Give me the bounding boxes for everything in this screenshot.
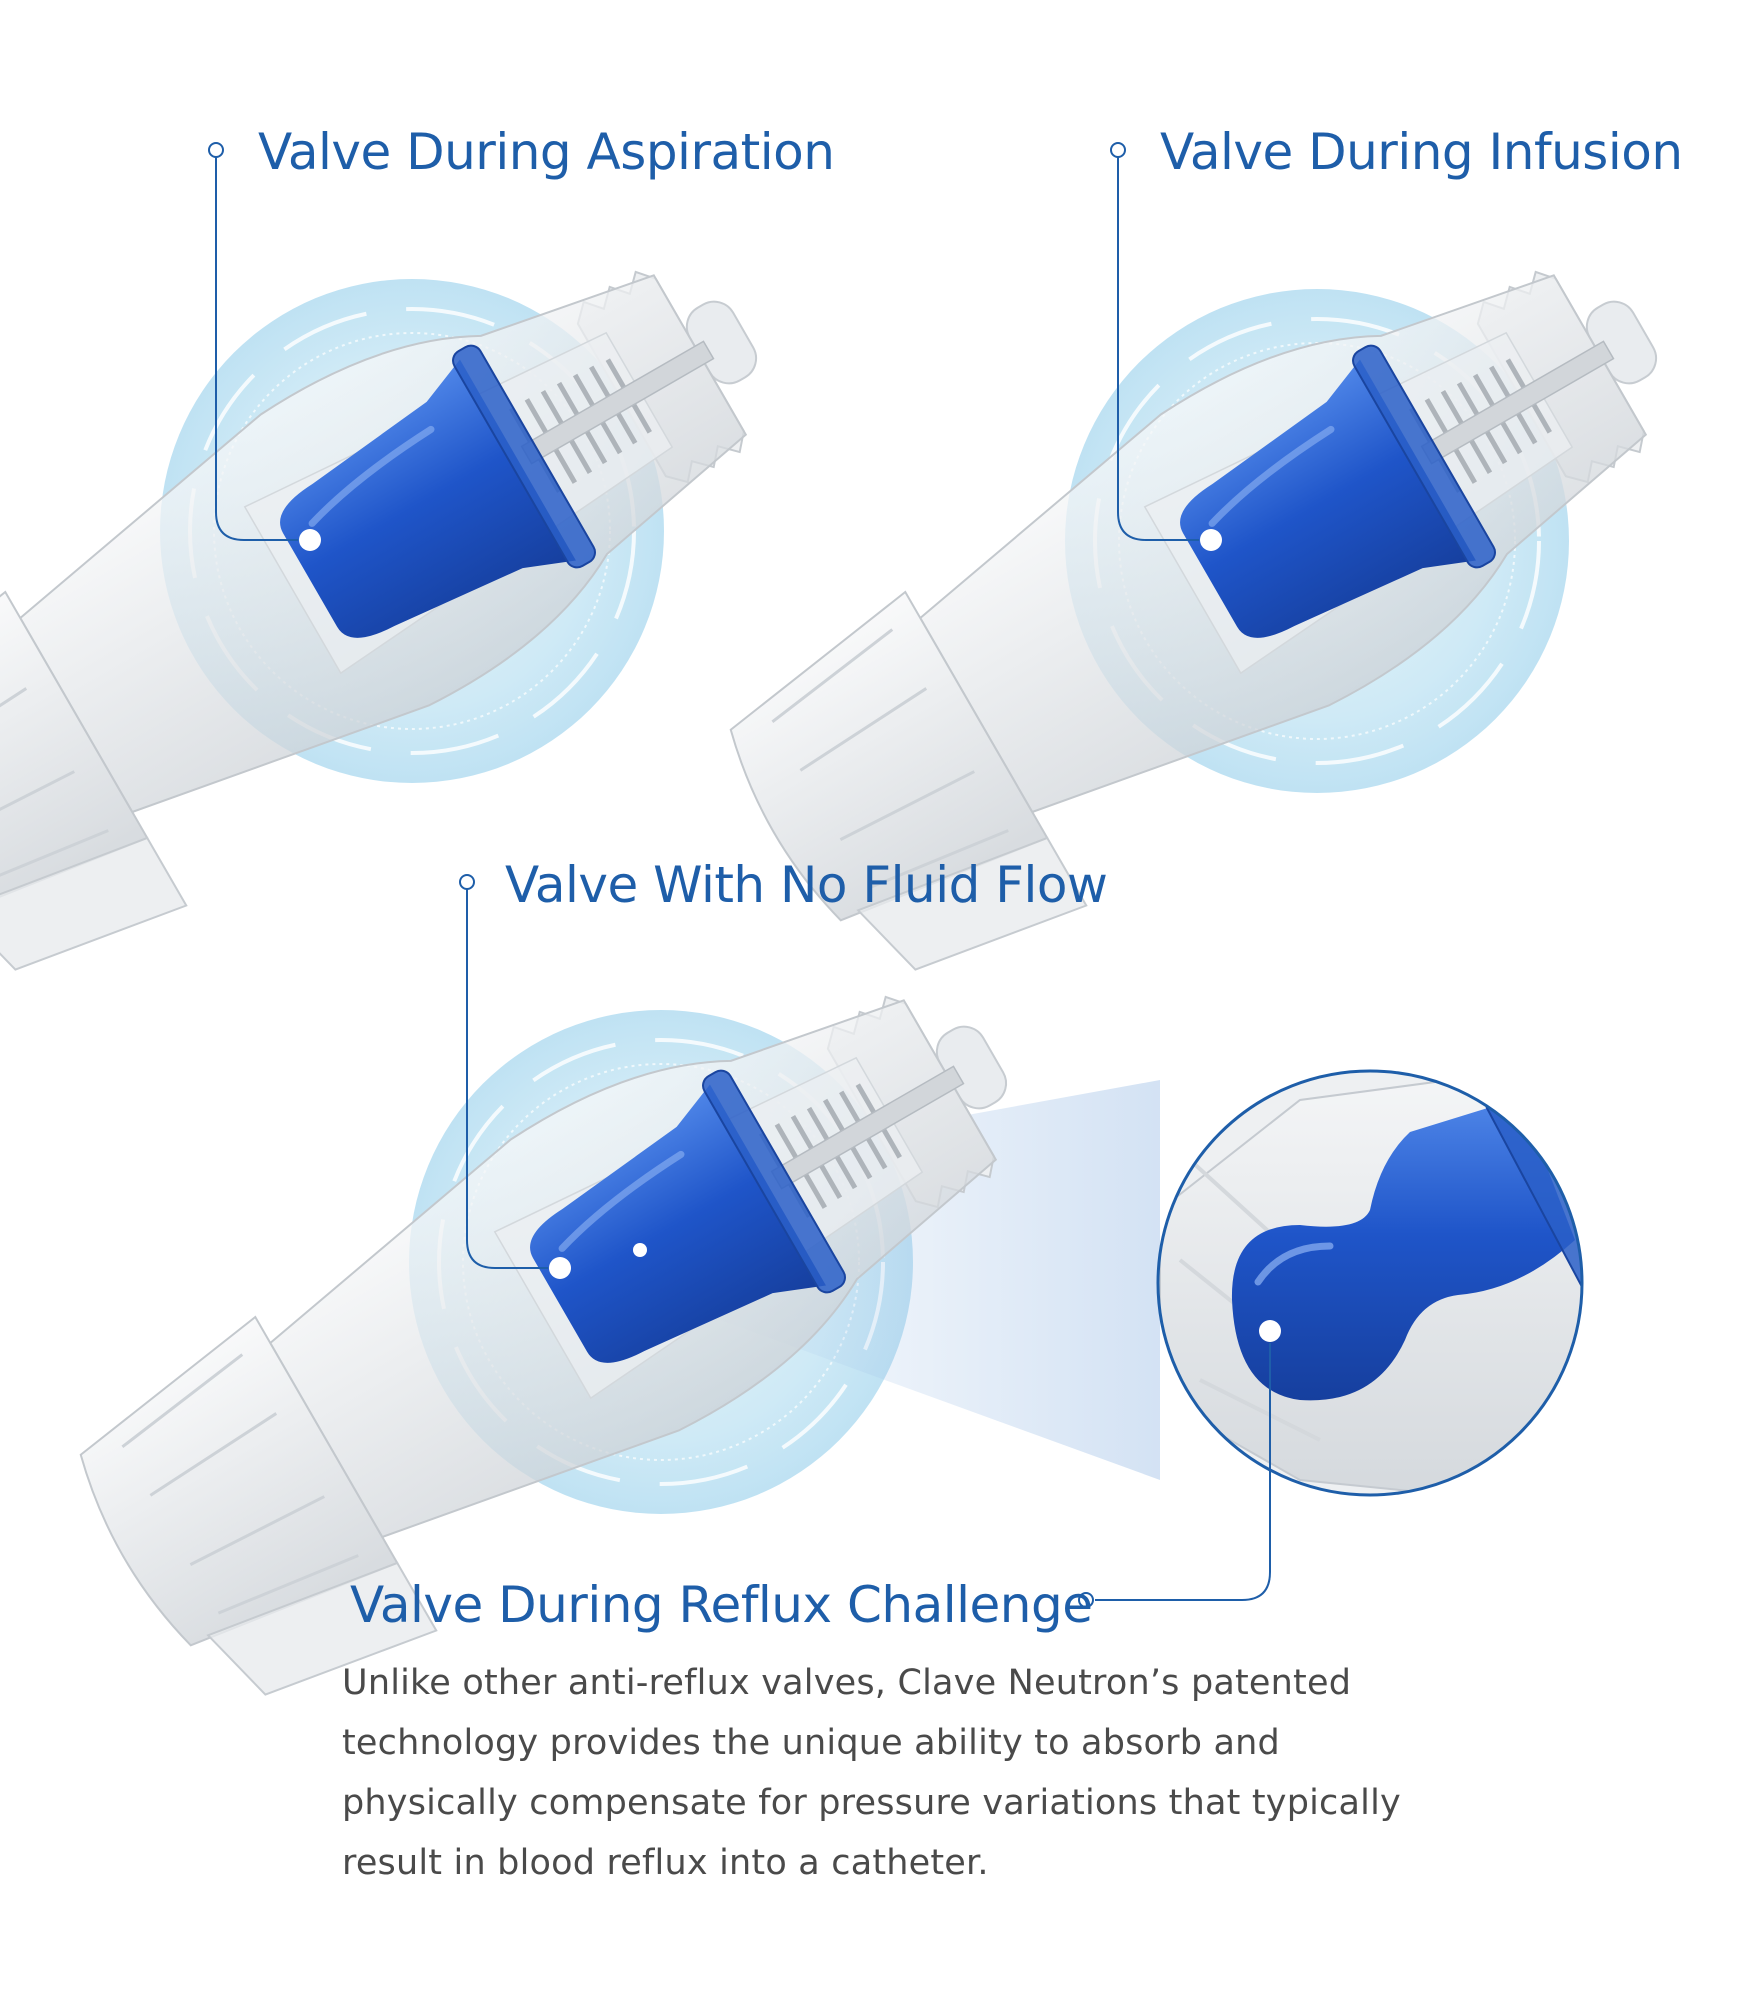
no-flow-marker-dot [549,1257,571,1279]
aspiration-marker-dot [299,529,321,551]
aspiration-leader-line [208,142,298,541]
infusion-illustration [689,184,1750,1023]
reflux-title: Valve During Reflux Challenge [350,1576,1093,1634]
no-flow-illustration [39,909,1160,1748]
no-flow-leader-line [459,874,548,1269]
reflux-magnified-inset [1156,1069,1584,1497]
reflux-description: Unlike other anti-reflux valves, Clave N… [342,1663,1401,1883]
infusion-title: Valve During Infusion [1160,123,1683,181]
aspiration-illustration [0,184,853,1023]
reflux-leader-line [1078,1343,1271,1608]
zoom-origin-dot [633,1243,647,1257]
reflux-marker-dot [1259,1320,1281,1342]
no-flow-title: Valve With No Fluid Flow [505,856,1108,914]
aspiration-title: Valve During Aspiration [258,123,835,181]
infusion-marker-dot [1200,529,1222,551]
infusion-leader-line [1110,142,1199,541]
